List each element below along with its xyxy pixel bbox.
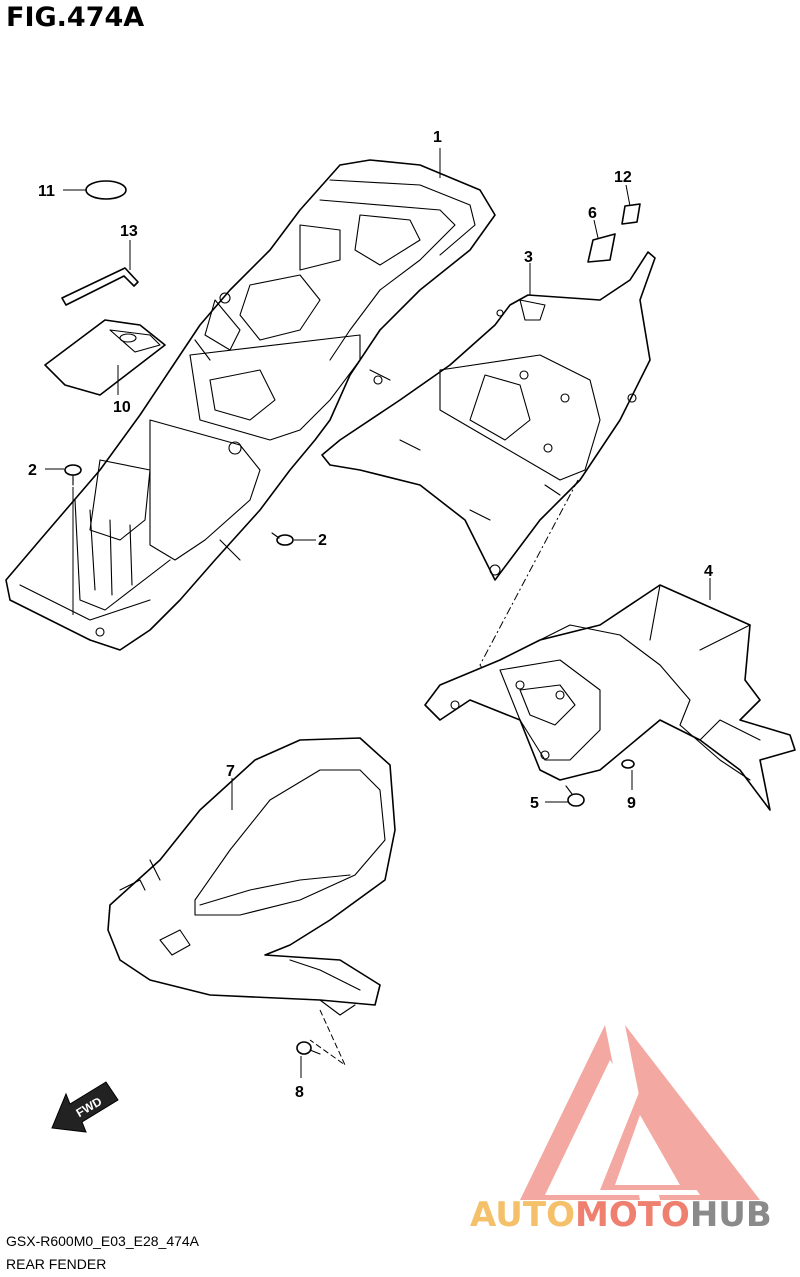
part-10-tool-bag <box>44 319 166 396</box>
part-6-pad <box>587 233 616 263</box>
part-4-rear-fender <box>424 584 796 811</box>
part-8-screw <box>296 1041 321 1055</box>
callout-4: 4 <box>704 563 713 580</box>
figure-code: GSX-R600M0_E03_E28_474A <box>6 1233 200 1249</box>
leader-12 <box>625 184 631 207</box>
part-7-front-fender <box>107 737 396 1016</box>
callout-1: 1 <box>433 129 442 146</box>
part-3-inner-fender <box>321 251 656 581</box>
callout-5: 5 <box>530 795 539 812</box>
callout-3: 3 <box>524 249 533 266</box>
part-5-screw <box>565 785 585 807</box>
figure-title: FIG.474A <box>6 2 145 33</box>
callout-10: 10 <box>113 399 131 416</box>
callout-6: 6 <box>588 205 597 222</box>
callout-12: 12 <box>614 169 632 186</box>
part-12-pad <box>621 203 641 225</box>
part-2-screw-left <box>64 464 82 486</box>
part-11-band <box>85 180 127 200</box>
callout-2-right: 2 <box>318 532 327 549</box>
figure-name: REAR FENDER <box>6 1256 107 1272</box>
leader-7-8 <box>309 1009 347 1067</box>
fwd-arrow-icon: FWD <box>51 1081 119 1133</box>
callout-13: 13 <box>120 223 138 240</box>
watermark-text-moto: MOTO <box>575 1195 690 1235</box>
callout-7: 7 <box>226 763 235 780</box>
watermark-text-hub: HUB <box>690 1195 772 1235</box>
part-2-screw-right <box>271 532 294 546</box>
watermark-text: AUTOMOTOHUB <box>470 1195 772 1235</box>
callout-11: 11 <box>38 183 55 200</box>
leader-6 <box>593 219 599 239</box>
callout-2-left: 2 <box>28 462 37 479</box>
watermark-logo <box>520 1025 760 1200</box>
part-1-rear-fender-frame <box>5 159 496 651</box>
callout-9: 9 <box>627 795 636 812</box>
callout-8: 8 <box>295 1084 304 1101</box>
part-9-washer <box>621 759 635 769</box>
watermark-text-auto: AUTO <box>470 1195 575 1235</box>
part-13-hex-wrench <box>61 267 139 306</box>
